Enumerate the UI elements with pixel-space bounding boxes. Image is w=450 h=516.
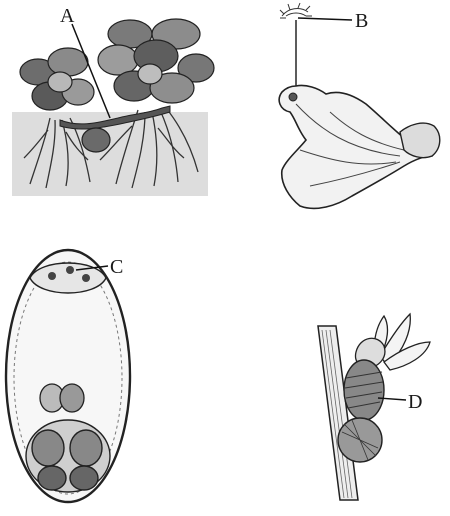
label-c: C (110, 256, 123, 278)
panel-b-thallus: B (279, 3, 440, 208)
panel-b-cap (280, 3, 312, 18)
panel-d-projections (374, 314, 430, 370)
panel-a-water-plant: A (12, 5, 214, 196)
panel-c-basal-cluster (26, 420, 110, 492)
label-a: A (60, 5, 75, 27)
label-d: D (408, 391, 422, 413)
label-b: B (355, 10, 368, 32)
panel-a-right-rosette (98, 19, 214, 103)
panel-d-body (344, 360, 384, 420)
panel-d-stem-organism: D (318, 314, 430, 500)
panel-b-terminal-lobe (400, 123, 440, 157)
panel-c-oval-cell: C (6, 250, 130, 502)
panel-b-pointer-line (298, 18, 352, 20)
panel-b-spot (289, 93, 297, 101)
